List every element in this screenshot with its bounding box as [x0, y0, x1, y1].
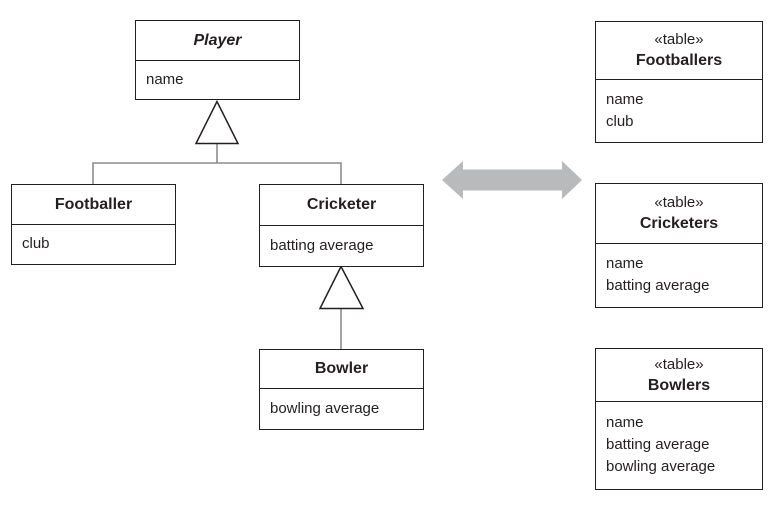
- table-header-bowlers: «table» Bowlers: [596, 349, 762, 402]
- table-box-footballers: «table» Footballers name club: [595, 21, 763, 143]
- table-name-cricketers: Cricketers: [639, 215, 719, 232]
- class-attribute: bowling average: [270, 399, 380, 417]
- table-box-bowlers: «table» Bowlers name batting average bow…: [595, 348, 763, 490]
- generalization-triangle-cricketer: [318, 264, 365, 310]
- table-column: batting average: [606, 277, 710, 294]
- class-box-bowler: Bowler bowling average: [259, 349, 424, 430]
- table-name-bowlers: Bowlers: [647, 376, 711, 394]
- table-name-footballers: Footballers: [635, 52, 723, 69]
- class-attribute: batting average: [270, 236, 374, 254]
- table-stereotype: «table»: [654, 194, 704, 211]
- table-column: club: [606, 112, 634, 130]
- mapping-double-arrow-icon: [442, 161, 582, 199]
- class-title-footballer: Footballer: [12, 185, 175, 225]
- class-attribute: club: [22, 235, 50, 252]
- class-title-bowler: Bowler: [260, 350, 423, 389]
- table-stereotype: «table»: [654, 355, 704, 373]
- table-header-cricketers: «table» Cricketers: [596, 184, 762, 244]
- table-column: name: [606, 255, 644, 272]
- table-column: name: [606, 414, 644, 431]
- table-column: bowling average: [606, 458, 716, 475]
- table-header-footballers: «table» Footballers: [596, 22, 762, 80]
- table-box-cricketers: «table» Cricketers name batting average: [595, 183, 763, 308]
- class-box-footballer: Footballer club: [11, 184, 176, 265]
- table-column: name: [606, 90, 644, 108]
- class-title-cricketer: Cricketer: [260, 185, 423, 226]
- class-attribute: name: [146, 70, 184, 88]
- table-stereotype: «table»: [654, 31, 704, 48]
- class-box-player: Player name: [135, 20, 300, 100]
- class-box-cricketer: Cricketer batting average: [259, 184, 424, 267]
- generalization-triangle-player: [194, 99, 240, 145]
- class-title-player: Player: [136, 21, 299, 61]
- table-column: batting average: [606, 436, 710, 453]
- generalization-branch-line: [92, 162, 342, 184]
